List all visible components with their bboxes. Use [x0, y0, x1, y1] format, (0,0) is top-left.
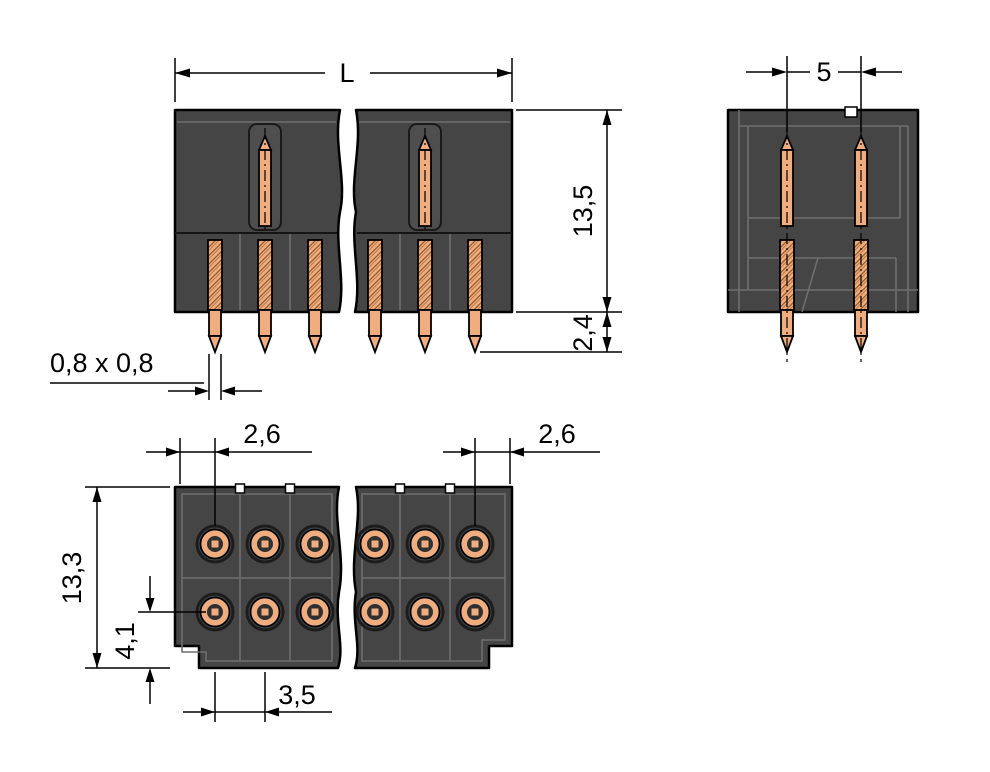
solder-pin-2: [257, 239, 273, 353]
pin-end: [405, 592, 445, 632]
pin-end: [455, 524, 495, 564]
dim-pin-protrusion: 2,4: [480, 312, 622, 353]
dim-housing-depth: 13,3: [57, 486, 170, 669]
dim-label-housing-height: 13,5: [568, 185, 598, 238]
pin-end: [355, 592, 395, 632]
solder-pin-6: [467, 239, 483, 353]
pin-end: [295, 524, 335, 564]
solder-pin-3: [307, 239, 323, 353]
front-view-dimensions: L 13,5 2,4 0,8 x 0,8: [50, 58, 622, 400]
bottom-view: [173, 483, 514, 670]
bottom-housing-detail-lines: [181, 493, 506, 662]
solder-pin-5: [417, 239, 433, 353]
dim-pin-pitch: 3,5: [183, 672, 332, 722]
dim-label-pin-cross-section: 0,8 x 0,8: [50, 348, 154, 378]
side-view: [726, 106, 920, 362]
pin-end: [245, 524, 285, 564]
dim-label-lower-row-offset: 4,1: [110, 622, 140, 660]
pin-end: [355, 524, 395, 564]
dim-edge-to-last-pin: 2,6: [443, 419, 600, 526]
top-edge-notch: [444, 483, 456, 494]
dim-edge-to-first-pin: 2,6: [146, 419, 312, 526]
dim-label-total-length: L: [339, 58, 354, 88]
pin-end: [295, 592, 335, 632]
dim-label-pin-protrusion: 2,4: [568, 314, 598, 352]
solder-pin-1: [207, 239, 223, 353]
solder-pin-4: [367, 239, 383, 353]
dim-housing-height: 13,5: [516, 109, 622, 313]
dim-label-edge-to-last-pin: 2,6: [538, 419, 576, 449]
top-edge-notch: [394, 483, 406, 494]
top-edge-notch: [284, 483, 296, 494]
top-edge-notch: [234, 483, 246, 494]
dim-label-pin-row-spacing: 5: [816, 57, 831, 87]
side-housing: [726, 108, 920, 314]
front-view: [173, 108, 514, 353]
dim-pin-cross-section: 0,8 x 0,8: [50, 348, 262, 400]
bottom-view-dimensions: 13,3 4,1 2,6 2,6: [57, 419, 600, 722]
dim-pin-row-spacing: 5: [746, 56, 902, 132]
dim-lower-row-offset: 4,1: [110, 576, 206, 704]
pin-end: [405, 524, 445, 564]
side-housing-detail-lines: [728, 110, 918, 313]
dim-label-housing-depth: 13,3: [57, 552, 87, 605]
side-housing-top-notch: [844, 106, 858, 118]
side-view-dimensions: 5: [746, 56, 902, 132]
dim-total-length: L: [174, 58, 513, 102]
dim-label-edge-to-first-pin: 2,6: [243, 419, 281, 449]
dim-label-pin-pitch: 3,5: [278, 680, 316, 710]
pin-end: [455, 592, 495, 632]
pin-end: [195, 524, 235, 564]
pin-end: [245, 592, 285, 632]
